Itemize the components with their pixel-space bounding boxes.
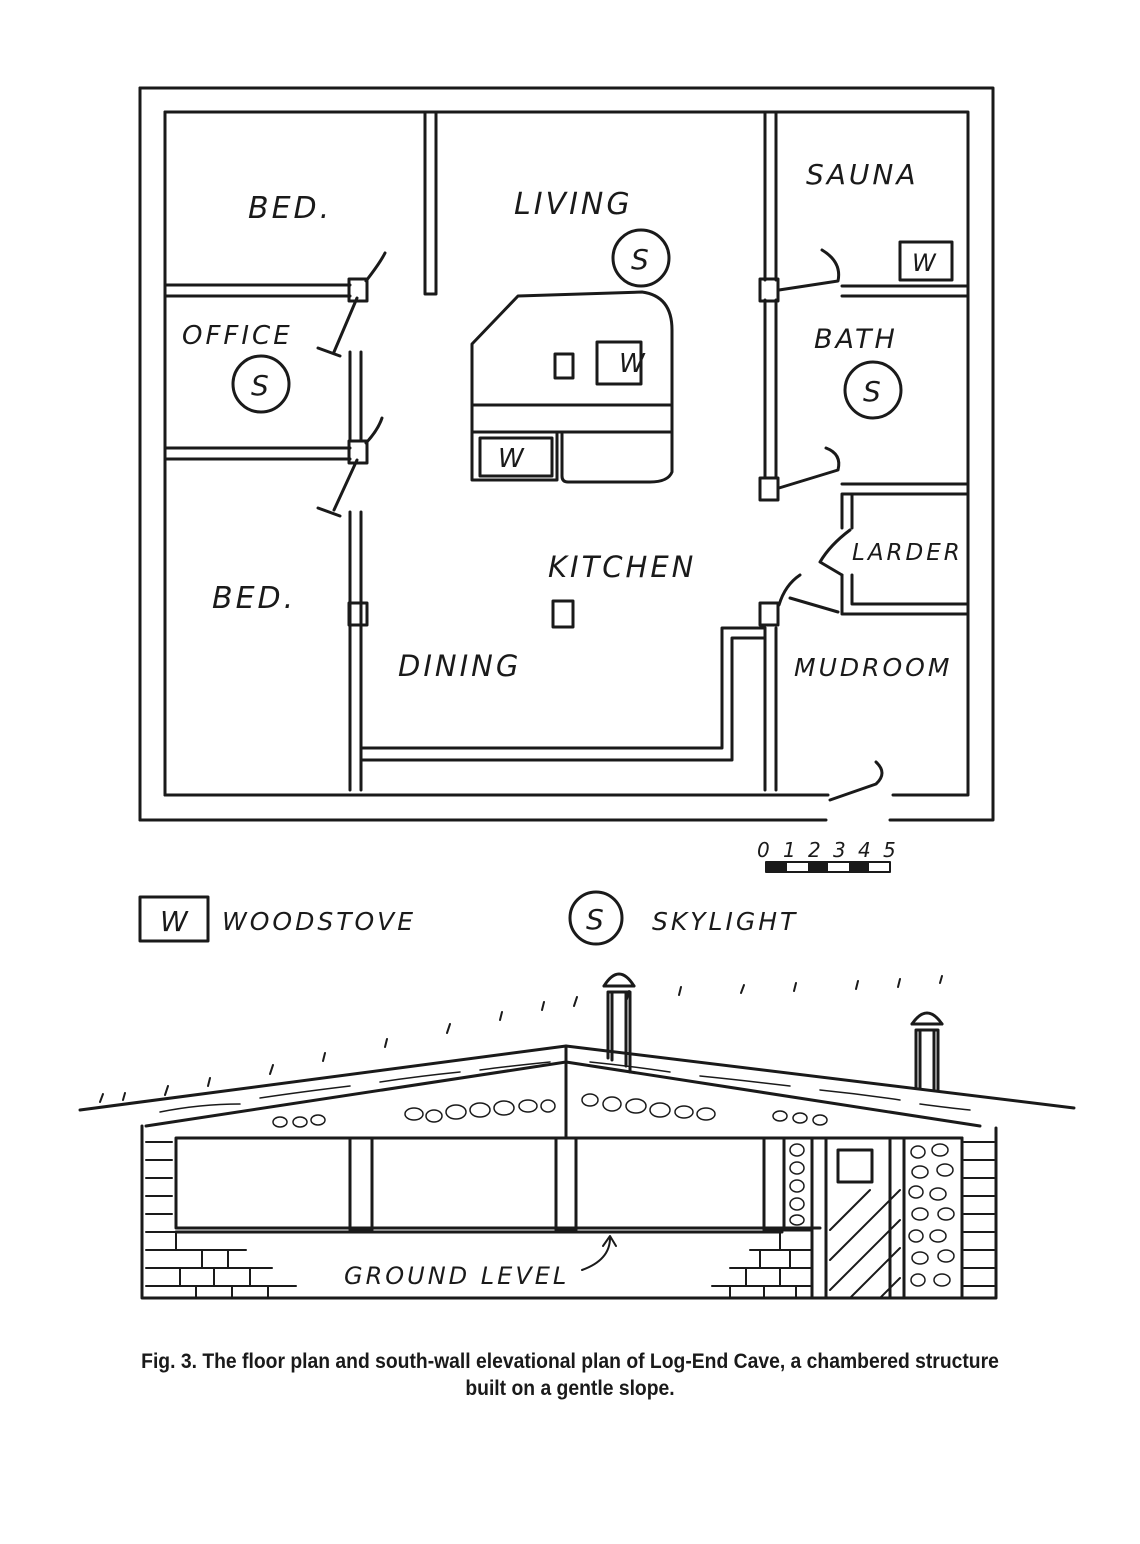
- chimney: [602, 972, 636, 1074]
- room-label-office: OFFICE: [182, 321, 293, 351]
- bed-office-wall: [163, 283, 352, 298]
- post: [758, 476, 780, 502]
- woodstove-symbol: W: [498, 444, 527, 474]
- island-shelf: [470, 430, 559, 482]
- door-swing: [777, 573, 840, 614]
- room-label-bed: BED.: [248, 191, 332, 226]
- skylight-icon: [568, 890, 624, 946]
- scale-label: 5: [883, 838, 899, 862]
- scale-label: 3: [833, 838, 849, 862]
- sauna-bath-wall: [840, 284, 970, 298]
- post: [347, 277, 369, 303]
- figure-caption: Fig. 3. The floor plan and south-wall el…: [101, 1348, 1039, 1402]
- caption-line: built on a gentle slope.: [465, 1377, 675, 1400]
- block-masonry: [145, 1141, 297, 1299]
- ground-level-arrow: [581, 1235, 617, 1271]
- right-partition: [763, 110, 778, 792]
- cordwood-wall: [782, 1136, 814, 1232]
- door-swing: [828, 760, 884, 802]
- skylight-icon: [843, 360, 903, 420]
- larder-walls: [840, 482, 970, 616]
- woodstove-icon: [898, 240, 954, 282]
- woodstove-icon: [138, 895, 210, 943]
- post: [347, 601, 369, 627]
- roof: [78, 1044, 1076, 1128]
- post: [348, 1136, 374, 1232]
- door-frame: [810, 1136, 906, 1300]
- scale-label: 0: [757, 838, 773, 862]
- scale-label: 4: [858, 838, 874, 862]
- room-label-kitchen: KITCHEN: [548, 550, 696, 584]
- post: [758, 601, 780, 627]
- skylight-symbol: S: [863, 375, 884, 408]
- legend-skylight-label: SKYLIGHT: [652, 907, 798, 936]
- skylight-symbol: S: [251, 369, 272, 402]
- woodstove-symbol: W: [619, 349, 648, 379]
- door-swing: [332, 416, 384, 512]
- left-partition: [348, 350, 363, 792]
- room-label-bath: BATH: [814, 324, 898, 355]
- legend-woodstove-symbol: W: [160, 905, 191, 938]
- dining-wall: [359, 626, 767, 762]
- scale-label: 1: [783, 838, 799, 862]
- room-label-living: LIVING: [514, 187, 633, 222]
- woodstove-symbol: W: [912, 249, 939, 277]
- living-partition: [423, 110, 438, 296]
- cordwood-wall: [902, 1136, 964, 1300]
- legend: W WOODSTOVE S SKYLIGHT: [138, 890, 798, 946]
- caption-line: Fig. 3. The floor plan and south-wall el…: [141, 1350, 999, 1373]
- door-swing: [777, 248, 841, 292]
- kitchen-post: [551, 599, 575, 629]
- office-bed-wall: [163, 446, 352, 461]
- post: [758, 277, 780, 303]
- door-swing: [332, 251, 387, 354]
- post: [762, 1136, 786, 1232]
- room-label-dining: DINING: [398, 649, 521, 683]
- post: [554, 1136, 578, 1232]
- room-label-bed: BED.: [212, 581, 296, 616]
- door-swing: [777, 446, 841, 490]
- elevation: GROUND LEVEL: [78, 972, 1076, 1300]
- skylight-icon: [231, 354, 291, 414]
- legend-skylight-symbol: S: [586, 903, 607, 936]
- chimney: [910, 1011, 944, 1092]
- door-swing: [818, 528, 852, 577]
- room-label-sauna: SAUNA: [806, 158, 919, 191]
- skylight-icon: [611, 228, 671, 288]
- cordwood-ends: [272, 1093, 828, 1128]
- skylight-symbol: S: [631, 243, 652, 276]
- room-label-larder: LARDER: [852, 540, 963, 566]
- scale-label: 2: [808, 838, 824, 862]
- legend-woodstove-label: WOODSTOVE: [222, 907, 416, 936]
- window: [836, 1148, 874, 1184]
- block-masonry: [711, 1141, 995, 1299]
- door-planks: [829, 1189, 901, 1299]
- island-vent: [553, 352, 575, 380]
- woodstove-icon: [595, 340, 643, 386]
- floor-plan: W W W S S S BED. LIVING SAUNA OFFICE BAT…: [138, 86, 995, 873]
- ground-level-label: GROUND LEVEL: [344, 1262, 569, 1290]
- roof-grass: [99, 975, 943, 1103]
- post: [347, 439, 369, 465]
- woodstove-icon: [478, 436, 554, 478]
- scale-bar: 0 1 2 3 4 5: [757, 838, 899, 873]
- room-label-mudroom: MUDROOM: [794, 653, 952, 682]
